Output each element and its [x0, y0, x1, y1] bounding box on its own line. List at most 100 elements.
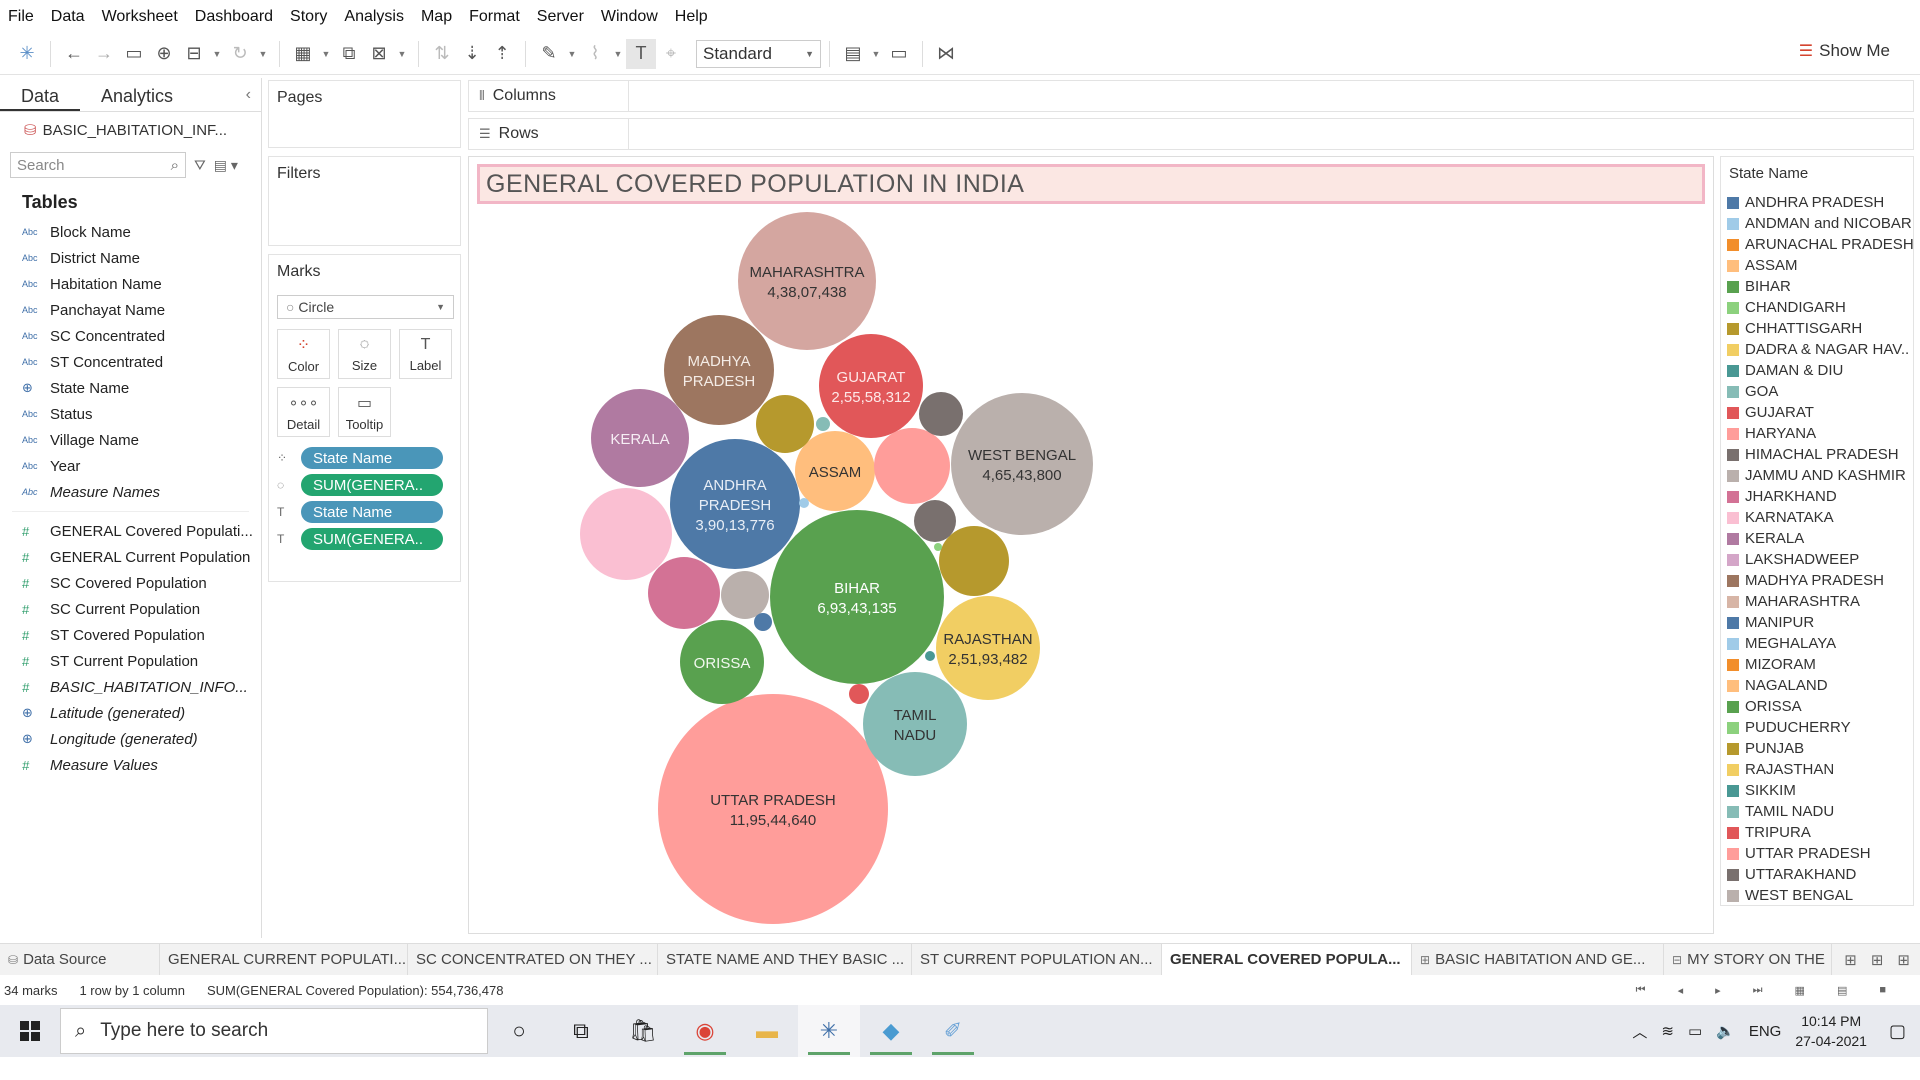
field-item[interactable]: ⊕Longitude (generated): [0, 726, 261, 752]
legend-item[interactable]: HIMACHAL PRADESH: [1727, 444, 1907, 465]
bubble-mark[interactable]: [863, 672, 967, 776]
sheet-tab[interactable]: ⊞BASIC HABITATION AND GE...: [1412, 944, 1664, 975]
color-button[interactable]: ⁘Color: [277, 329, 330, 379]
view-options-icon[interactable]: ▤ ▾: [213, 156, 238, 173]
taskbar-search[interactable]: ⌕ Type here to search: [60, 1008, 488, 1054]
bubble-sikkim[interactable]: [925, 651, 935, 661]
legend-item[interactable]: MEGHALAYA: [1727, 633, 1907, 654]
menu-item-window[interactable]: Window: [600, 7, 658, 25]
next-sheet-icon[interactable]: ▸: [1715, 984, 1721, 997]
legend-item[interactable]: RAJASTHAN: [1727, 759, 1907, 780]
pages-shelf[interactable]: Pages: [268, 80, 461, 148]
new-worksheet-icon[interactable]: ⊞: [1844, 951, 1857, 969]
menu-item-help[interactable]: Help: [674, 7, 708, 25]
undo-icon[interactable]: ←: [65, 43, 83, 63]
task-view-icon[interactable]: ⧉: [573, 1018, 589, 1043]
menu-item-data[interactable]: Data: [50, 7, 85, 25]
legend-item[interactable]: MADHYA PRADESH: [1727, 570, 1907, 591]
legend-item[interactable]: ORISSA: [1727, 696, 1907, 717]
filter-icon[interactable]: ⛛: [194, 156, 206, 173]
bubble-mark[interactable]: [795, 431, 875, 511]
prev-sheet-icon[interactable]: ◂: [1677, 984, 1684, 997]
show-cards-icon[interactable]: ▤: [844, 43, 862, 63]
field-item[interactable]: #BASIC_HABITATION_INFO...: [0, 674, 261, 700]
menu-item-analysis[interactable]: Analysis: [344, 7, 404, 25]
legend-item[interactable]: CHANDIGARH: [1727, 297, 1907, 318]
cortana-icon[interactable]: ○: [512, 1018, 526, 1043]
show-sheet-sorter-icon[interactable]: ▤: [1836, 984, 1848, 997]
save-icon[interactable]: ▭: [125, 43, 143, 63]
bubble-chart[interactable]: UTTAR PRADESH11,95,44,640BIHAR6,93,43,13…: [469, 157, 1715, 935]
bubble-chandigarh[interactable]: [934, 543, 942, 551]
new-worksheet-icon[interactable]: ▦: [294, 43, 312, 63]
rows-shelf[interactable]: ☰ Rows: [468, 118, 1914, 150]
chevron-down-icon[interactable]: ▼: [613, 48, 623, 59]
battery-icon[interactable]: ▭: [1687, 1023, 1703, 1040]
bubble-mark[interactable]: [591, 389, 689, 487]
bubble-mark[interactable]: [738, 212, 876, 350]
legend-item[interactable]: UTTAR PRADESH: [1727, 843, 1907, 864]
bubble-mark[interactable]: [799, 498, 809, 508]
legend-item[interactable]: GOA: [1727, 381, 1907, 402]
bubble-mark[interactable]: [919, 392, 963, 436]
bubble-manipur[interactable]: [754, 613, 772, 631]
columns-shelf[interactable]: ⦀ Columns: [468, 80, 1914, 112]
wifi-icon[interactable]: ≋: [1661, 1023, 1674, 1040]
sheet-tab[interactable]: SC CONCENTRATED ON THEY ...: [408, 944, 658, 975]
legend-item[interactable]: ANDHRA PRADESH: [1727, 192, 1907, 213]
language-indicator[interactable]: ENG: [1748, 1022, 1782, 1040]
new-story-icon[interactable]: ⊞: [1897, 951, 1910, 969]
redo-icon[interactable]: →: [95, 43, 113, 63]
sheet-tab[interactable]: ⊟MY STORY ON THE: [1664, 944, 1832, 975]
new-dashboard-icon[interactable]: ⊞: [1870, 951, 1884, 969]
bubble-tripura[interactable]: [849, 684, 869, 704]
sheet-tab[interactable]: GENERAL COVERED POPULA...: [1162, 944, 1412, 975]
legend-item[interactable]: BIHAR: [1727, 276, 1907, 297]
bubble-mark[interactable]: [936, 596, 1040, 700]
first-sheet-icon[interactable]: ⏮: [1635, 983, 1646, 996]
collapse-pane-icon[interactable]: ‹: [245, 86, 251, 103]
menu-item-worksheet[interactable]: Worksheet: [101, 7, 178, 25]
menu-item-story[interactable]: Story: [290, 7, 328, 25]
legend-item[interactable]: UTTARAKHAND: [1727, 864, 1907, 885]
menu-item-format[interactable]: Format: [469, 7, 520, 25]
bubble-mark[interactable]: [939, 526, 1009, 596]
new-data-source-icon[interactable]: ⊕: [156, 43, 172, 63]
legend-item[interactable]: HARYANA: [1727, 423, 1907, 444]
chevron-down-icon[interactable]: ▼: [212, 48, 222, 59]
bubble-mark[interactable]: [680, 620, 764, 704]
tab-data[interactable]: Data: [0, 78, 81, 111]
legend-item[interactable]: PUDUCHERRY: [1727, 717, 1907, 738]
legend-item[interactable]: WEST BENGAL: [1727, 885, 1907, 905]
chrome-icon[interactable]: ◉: [674, 1005, 736, 1057]
field-item[interactable]: #SC Covered Population: [0, 570, 261, 596]
menu-item-dashboard[interactable]: Dashboard: [194, 7, 274, 25]
marks-pill[interactable]: State Name: [301, 447, 443, 469]
bubble-punjab2[interactable]: [939, 526, 1009, 596]
legend-item[interactable]: MIZORAM: [1727, 654, 1907, 675]
file-explorer-icon[interactable]: ▬: [756, 1018, 778, 1043]
legend-item[interactable]: JHARKHAND: [1727, 486, 1907, 507]
legend-item[interactable]: MANIPUR: [1727, 612, 1907, 633]
field-item[interactable]: ⊕Latitude (generated): [0, 700, 261, 726]
bubble-mark[interactable]: [874, 428, 950, 504]
bubble-mark[interactable]: [670, 439, 800, 569]
sheet-tab[interactable]: STATE NAME AND THEY BASIC ...: [658, 944, 912, 975]
legend-item[interactable]: ARUNACHAL PRADESH: [1727, 234, 1913, 255]
fix-axes-icon[interactable]: ⌖: [665, 43, 677, 63]
tableau-logo-icon[interactable]: ✳: [19, 43, 35, 63]
store-icon[interactable]: 🛍: [629, 1018, 657, 1043]
legend-item[interactable]: NAGALAND: [1727, 675, 1907, 696]
clock[interactable]: 10:14 PM 27-04-2021: [1795, 1011, 1867, 1051]
